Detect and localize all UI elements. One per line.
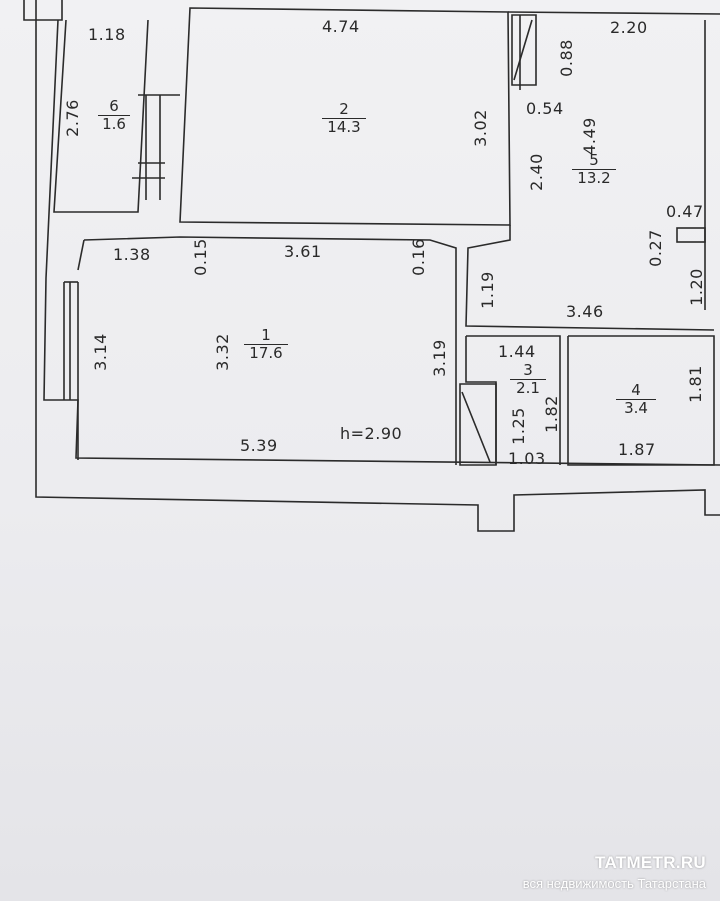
dimension-label: 3.46 [566, 302, 604, 321]
room-6-area: 1.6 [102, 115, 126, 133]
room-5-label: 5 13.2 [572, 152, 616, 187]
dimension-label: 1.87 [618, 440, 656, 459]
dimension-label: 0.54 [526, 99, 564, 118]
dimension-label: 1.38 [113, 245, 151, 264]
dimension-label: 3.32 [212, 333, 232, 371]
room-5-walls [465, 225, 715, 331]
room-6-number: 6 [98, 98, 130, 116]
dimension-label: 0.88 [556, 39, 576, 77]
dimension-label: 2.20 [610, 18, 648, 37]
dimension-label: 1.18 [88, 25, 126, 44]
dimension-label: 0.47 [666, 202, 704, 221]
room-1-area: 17.6 [249, 344, 283, 362]
outer-wall-left [35, 0, 720, 532]
dimension-label: 1.20 [686, 268, 706, 306]
room-4-walls [567, 335, 715, 466]
dimension-label: 1.25 [508, 407, 528, 445]
dimension-label: 3.14 [90, 333, 110, 371]
dimension-label: 0.15 [190, 238, 210, 276]
watermark-site: TATMETR.RU [595, 853, 706, 872]
room-2-area: 14.3 [327, 118, 361, 136]
dimension-label: 2.76 [62, 99, 82, 137]
room-3-label: 3 2.1 [510, 362, 546, 397]
room-2-number: 2 [322, 101, 366, 119]
room-1-number: 1 [244, 327, 288, 345]
room-6-walls [53, 19, 149, 213]
dimension-label: 1.82 [541, 395, 561, 433]
dimension-label: 1.03 [508, 449, 546, 468]
dimension-label: 3.19 [429, 339, 449, 377]
room-4-area: 3.4 [624, 399, 648, 417]
outer-wall-inner [43, 19, 720, 466]
room-4-label: 4 3.4 [616, 382, 656, 417]
outer-wall-outline [23, 0, 63, 21]
dimension-label: 5.39 [240, 436, 278, 455]
watermark-tagline: вся недвижимость Татарстана [522, 876, 706, 891]
room-1-label: 1 17.6 [244, 327, 288, 362]
room-3-walls [466, 335, 561, 465]
dimension-label: 1.44 [498, 342, 536, 361]
room-3-area: 2.1 [516, 379, 540, 397]
dimension-label: 0.27 [645, 229, 665, 267]
dimension-label: 3.61 [284, 242, 322, 261]
dimension-label: 1.81 [685, 365, 705, 403]
ceiling-height-label: h=2.90 [340, 424, 403, 443]
room-5-area: 13.2 [577, 169, 611, 187]
room-2-label: 2 14.3 [322, 101, 366, 136]
dimension-label: 1.19 [477, 271, 497, 309]
dimension-label: 3.02 [470, 109, 490, 147]
dimension-label: 4.49 [579, 117, 599, 155]
dimension-label: 2.40 [526, 153, 546, 191]
room-1-walls [83, 236, 457, 465]
dimension-label: 4.74 [322, 17, 360, 36]
room-5-number: 5 [572, 152, 616, 170]
dimension-label: 0.16 [408, 238, 428, 276]
room-6-label: 6 1.6 [98, 98, 130, 133]
room-3-number: 3 [510, 362, 546, 380]
room-4-number: 4 [616, 382, 656, 400]
